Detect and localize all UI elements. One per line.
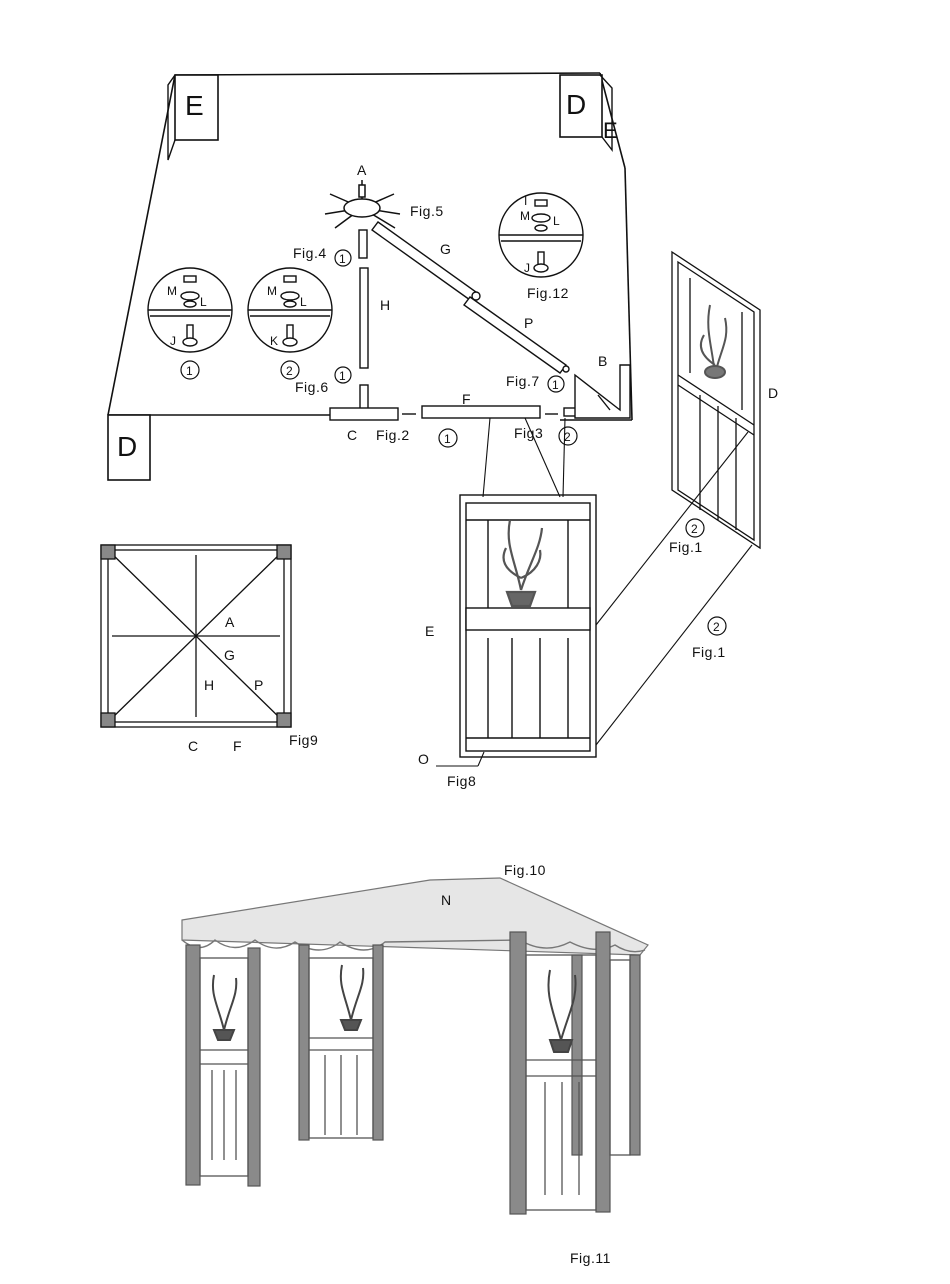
plan-label-g: G xyxy=(224,647,235,663)
corner-label-d: D xyxy=(566,89,586,120)
detail-circle-fig12 xyxy=(499,193,583,277)
roof-hub-a xyxy=(325,180,400,228)
corner-box-top-right: D E xyxy=(560,75,618,150)
label-l-3: L xyxy=(553,214,560,228)
fig12-label: Fig.12 xyxy=(527,285,569,301)
corner-bracket-b xyxy=(575,365,630,418)
label-j-1: J xyxy=(170,334,176,348)
label-g: G xyxy=(440,241,451,257)
label-e-panel: E xyxy=(425,623,434,639)
plan-view xyxy=(101,545,291,727)
circle-one-fig4: 1 xyxy=(339,252,346,266)
fig8-label: Fig8 xyxy=(447,773,476,789)
label-b: B xyxy=(598,353,607,369)
label-l-2: L xyxy=(300,295,307,309)
side-panel-d xyxy=(672,252,760,548)
plan-label-a: A xyxy=(225,614,235,630)
circle-two-fig1-lower: 2 xyxy=(713,620,720,634)
fig6-label: Fig.6 xyxy=(295,379,329,395)
fig2-label: Fig.2 xyxy=(376,427,410,443)
fig5-label: Fig.5 xyxy=(410,203,444,219)
circle-two-fig1-upper: 2 xyxy=(691,522,698,536)
plan-label-p: P xyxy=(254,677,263,693)
fig1-label-lower: Fig.1 xyxy=(692,644,726,660)
label-d-panel: D xyxy=(768,385,778,401)
corner-box-top-left: E xyxy=(168,75,218,160)
fig7-label: Fig.7 xyxy=(506,373,540,389)
detail-circle-2 xyxy=(248,268,332,352)
label-c: C xyxy=(347,427,357,443)
label-m-1: M xyxy=(167,284,177,298)
detail1-number: 1 xyxy=(186,364,193,378)
label-n: N xyxy=(441,892,451,908)
corner-label-e-side: E xyxy=(603,118,618,143)
fig9-label: Fig9 xyxy=(289,732,318,748)
corner-box-bottom-left: D xyxy=(108,415,150,480)
circle-one-fig7: 1 xyxy=(552,378,559,392)
bottom-rails xyxy=(330,406,586,420)
label-h: H xyxy=(380,297,390,313)
plan-label-c: C xyxy=(188,738,198,754)
circle-one-rail: 1 xyxy=(444,432,451,446)
fig11-label: Fig.11 xyxy=(570,1250,611,1266)
circle-one-fig6: 1 xyxy=(339,369,346,383)
label-o: O xyxy=(418,751,429,767)
fig1-label-upper: Fig.1 xyxy=(669,539,703,555)
plan-label-h: H xyxy=(204,677,214,693)
fig4-label: Fig.4 xyxy=(293,245,327,261)
gazebo-illustration: N xyxy=(182,878,648,1214)
detail2-number: 2 xyxy=(286,364,293,378)
label-j-3: J xyxy=(524,261,530,275)
label-p: P xyxy=(524,315,533,331)
front-panel-e xyxy=(460,495,596,757)
label-i: I xyxy=(524,194,527,208)
corner-label-d-bottom: D xyxy=(117,431,137,462)
detail-circle-1 xyxy=(148,268,232,352)
label-l-1: L xyxy=(200,295,207,309)
label-a: A xyxy=(357,162,367,178)
plan-label-f: F xyxy=(233,738,242,754)
label-m-2: M xyxy=(267,284,277,298)
fig10-label: Fig.10 xyxy=(504,862,546,878)
post-h xyxy=(359,230,368,410)
label-k-2: K xyxy=(270,334,278,348)
corner-label-e: E xyxy=(185,90,204,121)
label-m-3: M xyxy=(520,209,530,223)
label-f: F xyxy=(462,391,471,407)
